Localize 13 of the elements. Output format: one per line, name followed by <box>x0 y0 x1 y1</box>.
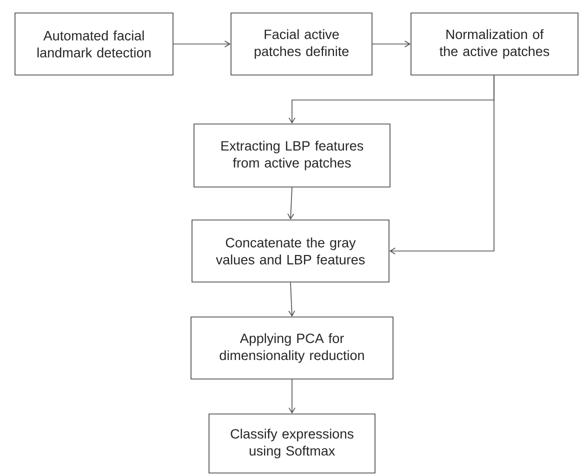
arrow <box>287 187 294 220</box>
arrow <box>288 379 296 414</box>
arrow <box>389 75 494 254</box>
process-box: Classify expressions using Softmax <box>208 414 376 474</box>
arrow <box>173 40 231 48</box>
process-box: Concatenate the gray values and LBP features <box>192 220 390 282</box>
process-box: Extracting LBP features from active patches <box>194 124 390 188</box>
process-box: Automated facial landmark detection <box>14 12 174 76</box>
process-box: Normalization of the active patches <box>410 12 578 76</box>
process-box: Applying PCA for dimensionality reduction <box>190 316 394 380</box>
arrow <box>288 282 296 317</box>
arrow <box>372 40 411 48</box>
process-box: Facial active patches definite <box>230 12 372 76</box>
